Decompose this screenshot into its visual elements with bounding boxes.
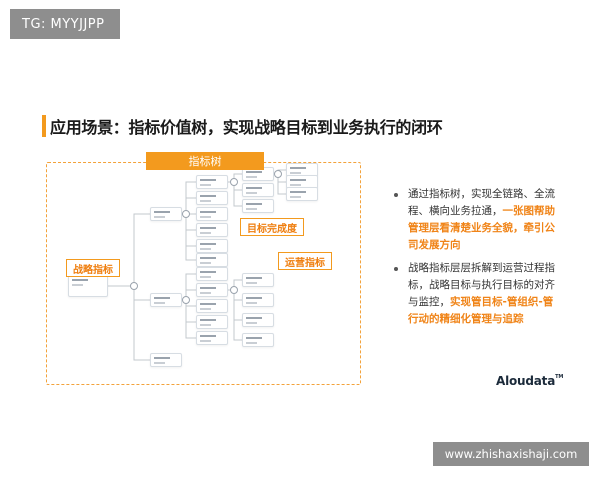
tag-badge: TG: MYYJJPP [10,9,120,39]
bullet-highlight: 一张图帮助管理层看清楚业务全貌，牵引公司发展方向 [408,205,555,251]
bullet-dot-icon [394,267,398,271]
tree-node [286,175,318,189]
page-title: 应用场景：指标价值树，实现战略目标到业务执行的闭环 [50,118,443,137]
bullet-text: 通过指标树，实现全链路、全流程、横向业务拉通， [408,188,555,217]
indicator-tree-diagram: 战略指标 目标完成度 运营指标 指标树 [46,152,361,385]
tree-node [196,207,228,221]
tree-junction-icon [182,296,190,304]
tree-node [196,223,228,237]
callout-completion: 目标完成度 [240,218,304,236]
tree-node [150,293,182,307]
callout-strategy: 战略指标 [66,259,120,277]
tree-node [196,331,228,345]
bullet-highlight: 实现管目标-管组织-管行动的精细化管理与追踪 [408,296,554,325]
tree-node [196,239,228,253]
tree-node [242,273,274,287]
tree-junction-icon [182,210,190,218]
bullet-item: 通过指标树，实现全链路、全流程、横向业务拉通，一张图帮助管理层看清楚业务全貌，牵… [392,186,562,254]
tree-node [196,175,228,189]
tree-junction-icon [230,178,238,186]
trademark-mark: TM [555,374,564,380]
tree-node [242,199,274,213]
tree-junction-icon [230,286,238,294]
tree-node [196,315,228,329]
tree-node [286,187,318,201]
callout-operation: 运营指标 [278,252,332,270]
title-accent-bar [42,115,46,137]
tree-node [196,253,228,267]
tree-node [196,299,228,313]
bullet-item: 战略指标层层拆解到运营过程指标，战略目标与执行目标的对齐与监控，实现管目标-管组… [392,260,562,328]
logo-text: Aloudata [496,374,556,388]
tree-junction-icon [130,282,138,290]
bullet-dot-icon [394,193,398,197]
tree-node [196,283,228,297]
tree-node [150,353,182,367]
tree-node-root [68,275,108,297]
tree-node [242,293,274,307]
tree-junction-icon [274,170,282,178]
tree-node [242,313,274,327]
tree-node [242,333,274,347]
watermark: www.zhishaxishaji.com [433,442,589,466]
tree-node [196,191,228,205]
tree-node [150,207,182,221]
bullet-list: 通过指标树，实现全链路、全流程、横向业务拉通，一张图帮助管理层看清楚业务全貌，牵… [392,186,562,334]
tree-node [242,183,274,197]
tree-node [196,267,228,281]
aloudata-logo: AloudataTM [496,374,563,388]
bullet-text: 战略指标层层拆解到运营过程指标，战略目标与执行目标的对齐与监控， [408,262,555,308]
diagram-title: 指标树 [146,152,264,170]
